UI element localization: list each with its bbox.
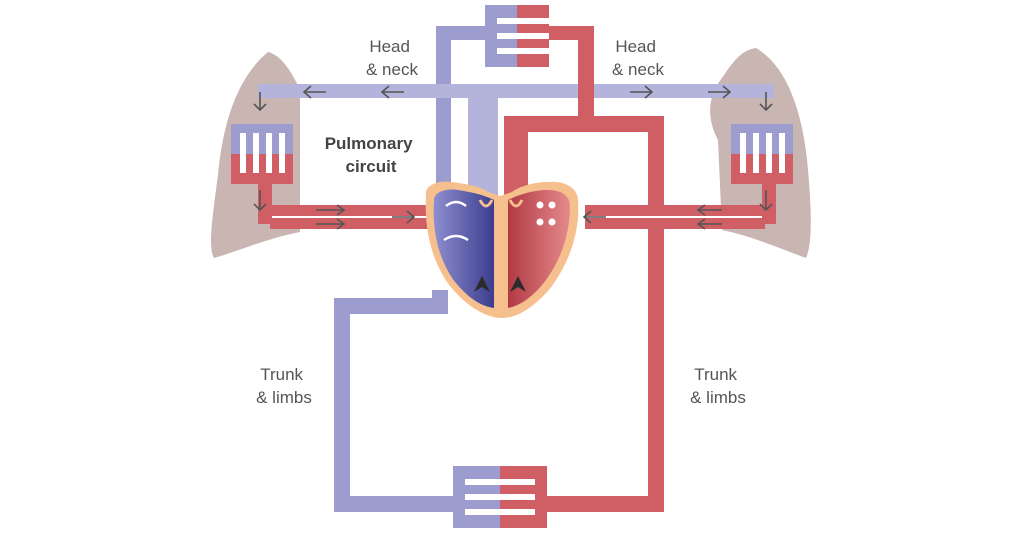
arrow-right-icon xyxy=(630,85,654,99)
arrow-right-icon xyxy=(316,218,346,230)
label-head-neck-right: Head & neck xyxy=(612,37,664,79)
arrow-down-icon xyxy=(253,190,267,212)
arrow-down-icon xyxy=(759,190,773,212)
arrow-right-icon xyxy=(708,85,732,99)
heart xyxy=(425,181,579,318)
arrow-left-icon xyxy=(696,218,722,230)
arrow-left-icon xyxy=(380,85,404,99)
arrow-down-icon xyxy=(759,92,773,112)
label-pulmonary-circuit: Pulmonary circuit xyxy=(325,134,418,176)
deoxygenated-vessels xyxy=(231,5,793,528)
arrow-left-icon xyxy=(302,85,326,99)
chevron-up-icon xyxy=(510,276,526,292)
label-trunk-limbs-left: Trunk & limbs xyxy=(256,365,312,407)
chevron-up-icon xyxy=(474,276,490,292)
capillary-slots xyxy=(240,18,785,515)
arrow-left-icon xyxy=(582,210,606,224)
arrow-right-icon xyxy=(392,210,416,224)
flow-arrows xyxy=(253,85,773,230)
label-trunk-limbs-right: Trunk & limbs xyxy=(690,365,746,407)
arrow-down-icon xyxy=(253,92,267,112)
arrow-left-icon xyxy=(696,204,722,216)
label-head-neck-left: Head & neck xyxy=(366,37,418,79)
arrow-right-icon xyxy=(316,204,346,216)
